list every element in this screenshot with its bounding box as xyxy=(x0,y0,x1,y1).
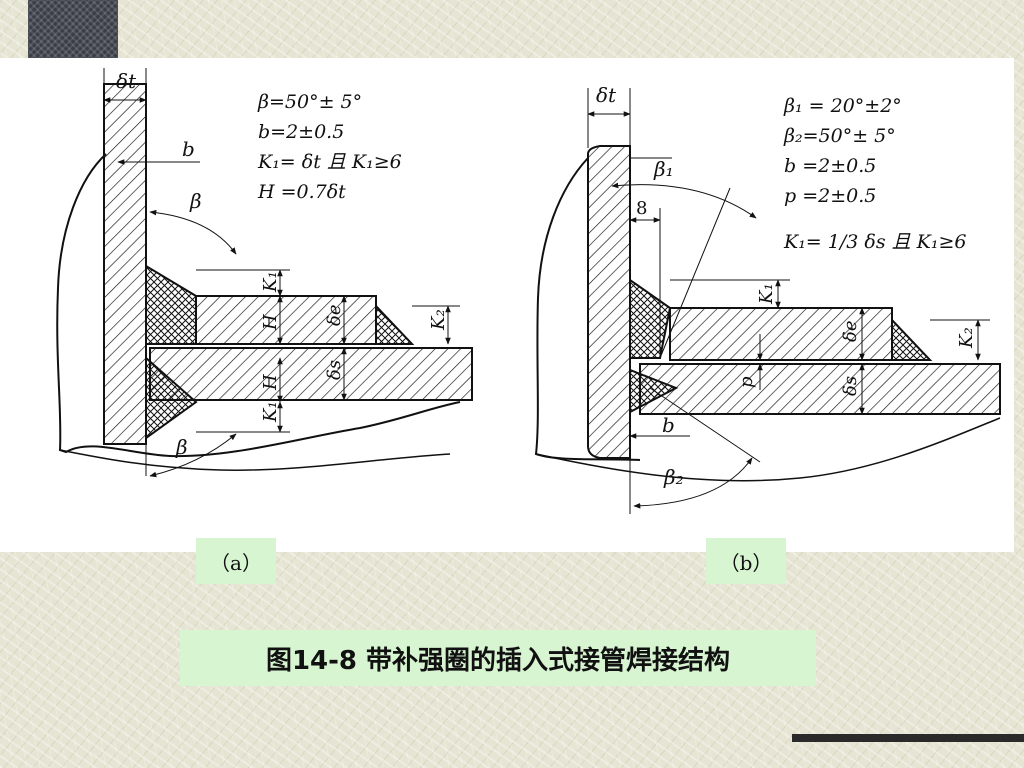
label-a-beta-bottom: β xyxy=(175,435,188,459)
label-b-b: b xyxy=(662,413,675,437)
param-a-1: b=2±0.5 xyxy=(258,121,344,143)
label-a-k2: K₂ xyxy=(428,309,449,331)
reinforcing-ring-a xyxy=(195,295,377,345)
shell-plate-a xyxy=(103,83,147,445)
label-b-delta-e: δe xyxy=(840,321,861,343)
label-b-beta1: β₁ xyxy=(653,157,674,181)
figure-a-drawing: δt b β β K₁ H H K₁ δe δs K₂ β=50°± 5° b=… xyxy=(56,68,473,478)
weld-upper-a xyxy=(145,264,197,345)
weld-upper-b xyxy=(629,278,672,359)
corner-decoration xyxy=(28,0,118,58)
figure-caption: 图14-8 带补强圈的插入式接管焊接结构 xyxy=(180,630,816,686)
label-a-k1-bottom: K₁ xyxy=(260,401,281,423)
weld-fillet-b xyxy=(891,317,933,361)
param-b-0: β₁ = 20°±2° xyxy=(783,95,902,117)
nozzle-a xyxy=(149,347,473,401)
weld-lower-a xyxy=(145,355,198,440)
label-a-delta-t: δt xyxy=(116,69,137,93)
figure-a-label: （a） xyxy=(196,538,276,584)
weld-lower-b xyxy=(629,368,679,414)
param-a-3: H =0.7δt xyxy=(257,181,346,203)
nozzle-b xyxy=(639,363,1001,415)
figure-panel: δt b β β K₁ H H K₁ δe δs K₂ β=50°± 5° b=… xyxy=(0,58,1014,552)
bottom-rule xyxy=(792,734,1024,742)
weld-diagram: δt b β β K₁ H H K₁ δe δs K₂ β=50°± 5° b=… xyxy=(56,68,1001,514)
vessel-break-outline-b xyxy=(534,157,641,461)
param-b-4: K₁= 1/3 δs 且 K₁≥6 xyxy=(783,231,966,253)
label-b-delta-t: δt xyxy=(596,83,617,107)
label-a-b: b xyxy=(182,137,195,161)
label-a-h-bottom: H xyxy=(260,374,281,391)
param-b-2: b =2±0.5 xyxy=(784,155,876,177)
vessel-bottom-break-a xyxy=(59,449,451,471)
label-b-eight: 8 xyxy=(636,198,647,219)
label-b-k1: K₁ xyxy=(756,283,777,305)
label-b-k2: K₂ xyxy=(956,327,977,349)
label-a-delta-s: δs xyxy=(324,360,345,380)
figure-b-label: （b） xyxy=(706,538,786,584)
label-a-k1-top: K₁ xyxy=(260,271,281,293)
vessel-break-outline-a xyxy=(56,153,461,458)
param-b-3: p =2±0.5 xyxy=(784,185,876,207)
figure-b-drawing: δt β₁ 8 K₁ δe p δs K₂ b β₂ β₁ = 20°±2° β… xyxy=(534,83,1001,514)
label-a-h-top: H xyxy=(260,314,281,331)
param-b-1: β₂=50°± 5° xyxy=(783,125,896,147)
label-b-delta-s: δs xyxy=(840,376,861,396)
label-a-beta-top: β xyxy=(189,189,202,213)
label-b-beta2: β₂ xyxy=(663,465,684,489)
param-a-0: β=50°± 5° xyxy=(257,91,362,113)
shell-plate-b xyxy=(587,145,631,459)
param-a-2: K₁= δt 且 K₁≥6 xyxy=(257,151,402,173)
label-b-p: p xyxy=(736,376,757,388)
vessel-bottom-break-b xyxy=(535,417,1001,482)
weld-fillet-a xyxy=(375,303,415,345)
label-a-delta-e: δe xyxy=(324,305,345,327)
